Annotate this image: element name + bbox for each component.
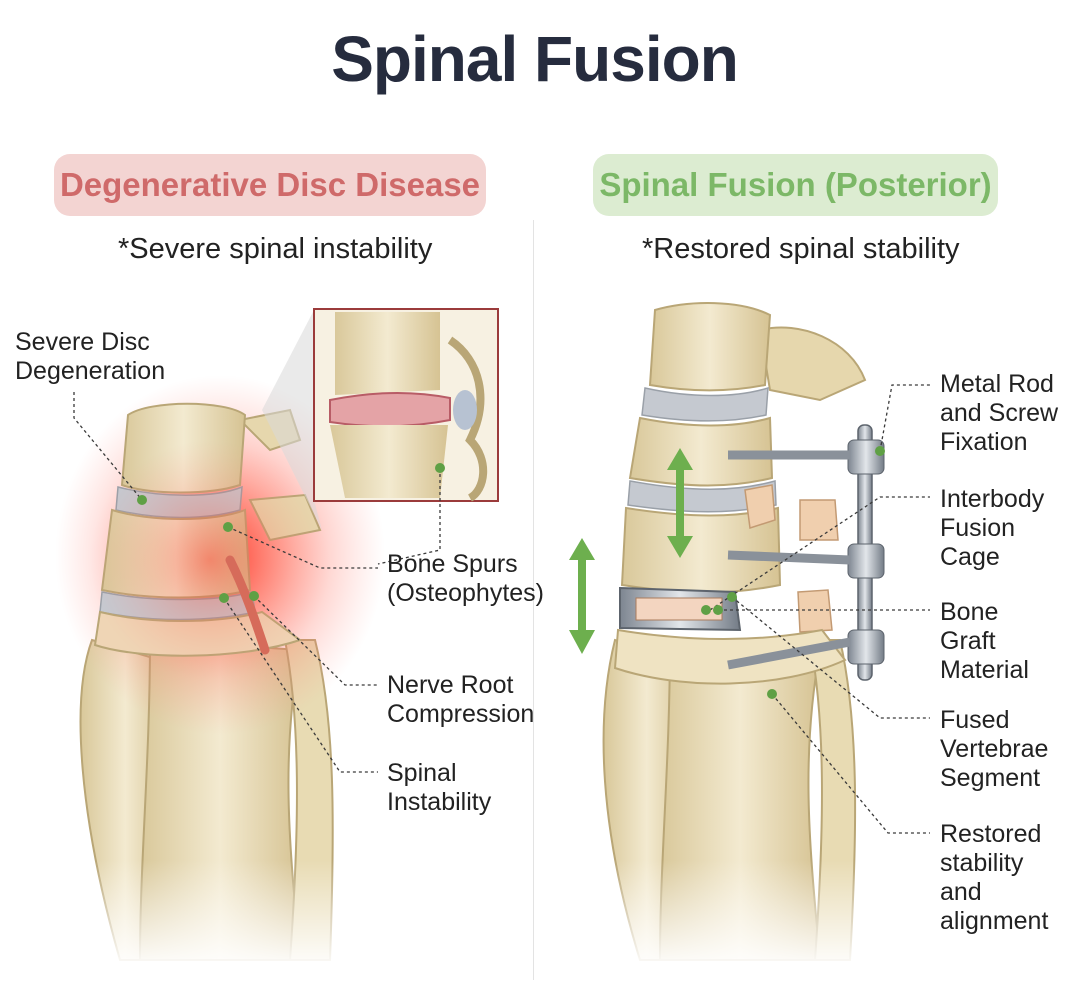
stability-arrows (569, 448, 693, 654)
label-bone-spurs: Bone Spurs(Osteophytes) (387, 550, 545, 607)
label-markers (137, 446, 885, 699)
pedicle-screws (727, 439, 885, 670)
leader-lines (73, 384, 930, 834)
panel-divider (533, 220, 534, 980)
page-title: Spinal Fusion (331, 23, 739, 95)
zoom-inset (262, 308, 499, 530)
right-panel-subtitle: *Restored spinal stability (642, 233, 960, 265)
left-panel-subtitle: *Severe spinal instability (118, 233, 433, 265)
left-panel-heading: Degenerative Disc Disease (54, 154, 486, 216)
right-panel-heading: Spinal Fusion (Posterior) (593, 154, 998, 216)
fused-spine-illustration (569, 302, 885, 970)
